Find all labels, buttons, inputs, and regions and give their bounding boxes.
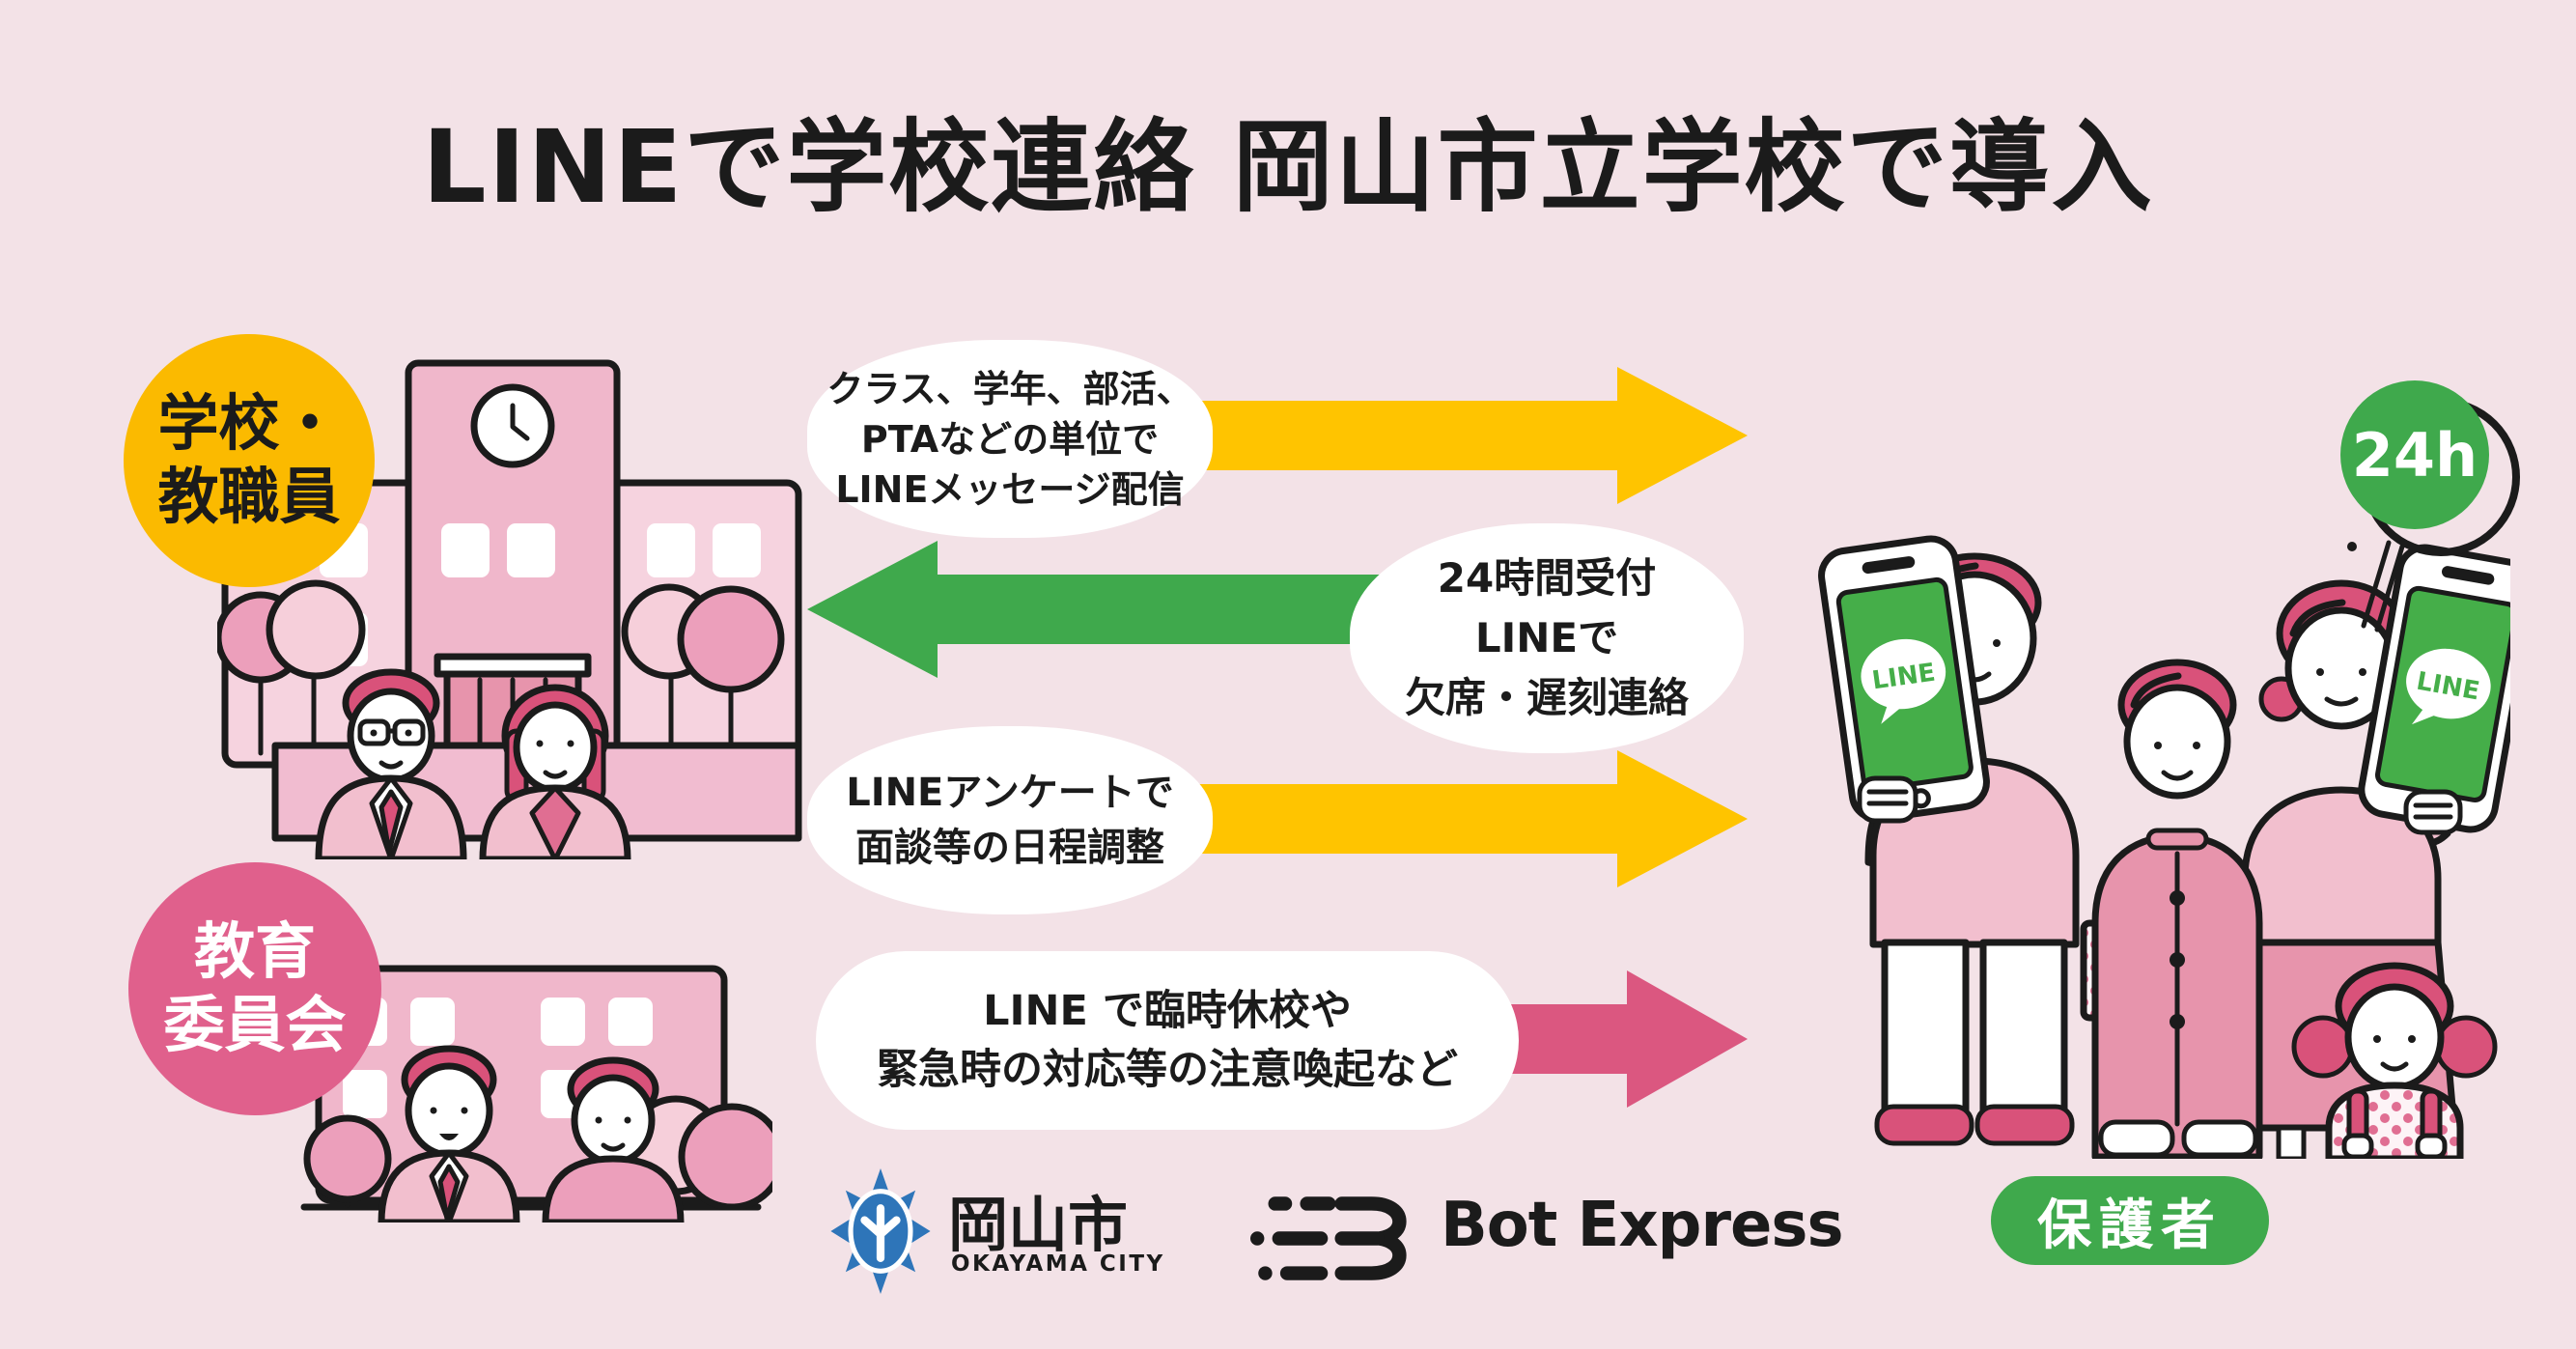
badge-24h-disc: 24h	[2340, 380, 2489, 529]
broadcast-line2: PTAなどの単位で	[860, 417, 1160, 461]
flow-bubble-absence: 24時間受付 LINEで 欠席・遅刻連絡	[1350, 523, 1744, 753]
teacher-male	[315, 668, 467, 859]
emergency-arrow	[1501, 970, 1748, 1108]
board-label-line1: 教育	[194, 916, 316, 987]
absence-line1: 24時間受付	[1437, 554, 1657, 602]
line-logo-icon: LINE	[2406, 648, 2491, 725]
absence-line2: LINEで	[1474, 614, 1619, 661]
board-person-2	[542, 1056, 685, 1223]
board-person-male	[378, 1045, 520, 1223]
boy-figure	[2080, 659, 2263, 1159]
guardian-badge-label: 保護者	[2037, 1194, 2223, 1257]
glasses-icon	[357, 718, 426, 746]
badge-24h: 24h	[2335, 377, 2528, 632]
board-label-bubble: 教育 委員会	[128, 862, 381, 1115]
teacher-female	[479, 684, 631, 859]
emergency-line1: LINE で臨時休校や	[983, 986, 1352, 1035]
okayama-emblem-icon	[830, 1168, 931, 1294]
okayama-city-subname: OKAYAMA CITY	[951, 1251, 1165, 1277]
absence-arrow	[807, 541, 1473, 678]
family-illustration: LINE LINE	[1818, 535, 2510, 1159]
page-title: LINEで学校連絡 岡山市立学校で導入	[422, 108, 2154, 226]
broadcast-line1: クラス、学年、部活、	[826, 367, 1193, 410]
bot-express-icon	[1250, 1196, 1407, 1280]
bot-express-name: Bot Express	[1441, 1190, 1844, 1261]
emergency-line2: 緊急時の対応等の注意喚起など	[877, 1045, 1458, 1094]
line-logo-icon: LINE	[1861, 638, 1946, 724]
guardian-badge: 保護者	[1991, 1176, 2269, 1265]
survey-line1: LINEアンケートで	[846, 770, 1174, 815]
broadcast-line3: LINEメッセージ配信	[835, 467, 1185, 511]
school-illustration	[217, 359, 802, 859]
badge-24h-label: 24h	[2351, 419, 2478, 491]
broadcast-arrow	[1081, 367, 1748, 504]
school-label-bubble: 学校・ 教職員	[124, 334, 375, 587]
flow-bubble-survey: LINEアンケートで 面談等の日程調整	[807, 726, 1213, 914]
badge-24h-stick	[2347, 540, 2405, 632]
school-label-line1: 学校・	[157, 388, 341, 459]
board-illustration	[300, 965, 772, 1223]
survey-line2: 面談等の日程調整	[855, 825, 1164, 870]
girl-figure	[2291, 962, 2498, 1159]
survey-arrow	[1081, 750, 1748, 887]
school-label-line2: 教職員	[157, 462, 341, 532]
flow-bubble-emergency: LINE で臨時休校や 緊急時の対応等の注意喚起など	[816, 951, 1519, 1130]
phone-left: LINE	[1818, 535, 1990, 823]
board-label-line2: 委員会	[163, 990, 347, 1060]
absence-line3: 欠席・遅刻連絡	[1404, 674, 1689, 721]
okayama-city-name: 岡山市	[948, 1190, 1129, 1260]
clock-icon	[470, 383, 555, 468]
flow-bubble-broadcast: クラス、学年、部活、 PTAなどの単位で LINEメッセージ配信	[807, 340, 1213, 538]
